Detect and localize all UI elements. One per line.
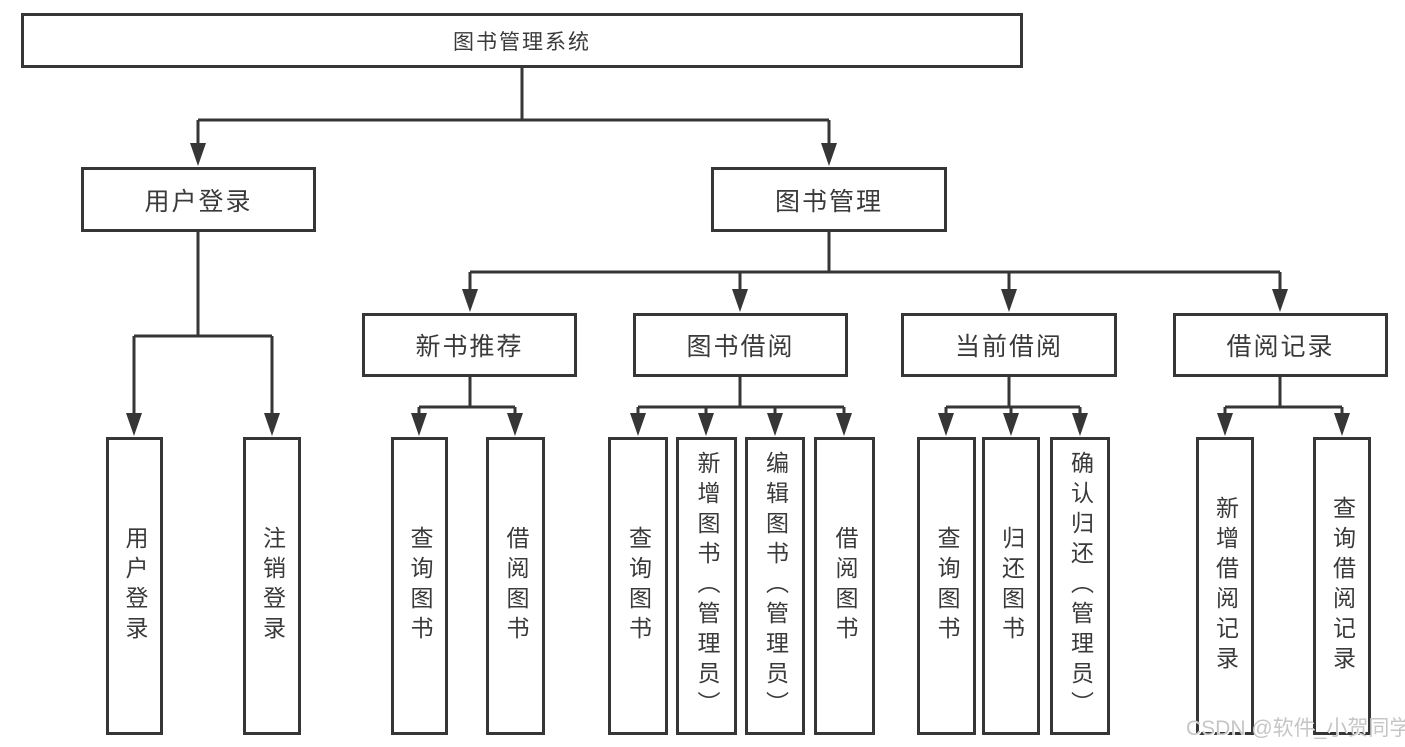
leaf-query-books: 查询图书	[917, 437, 976, 735]
node-new-book-recommendation: 新书推荐	[362, 313, 577, 377]
arrowhead	[732, 289, 748, 312]
node-book-management: 图书管理	[711, 167, 947, 232]
arrowhead	[1003, 413, 1019, 436]
arrowhead	[190, 143, 206, 166]
leaf-borrow-books: 借阅图书	[814, 437, 875, 735]
arrowhead	[264, 413, 280, 436]
leaf-add-borrow-record: 新增借阅记录	[1196, 437, 1254, 735]
arrowhead	[1217, 413, 1233, 436]
arrowhead	[411, 413, 427, 436]
leaf-query-books: 查询图书	[391, 437, 448, 735]
arrowhead	[767, 413, 783, 436]
arrowhead	[938, 413, 954, 436]
connector-root-to-level2	[196, 68, 831, 146]
node-current-borrowing: 当前借阅	[901, 313, 1117, 377]
leaf-query-books: 查询图书	[608, 437, 668, 735]
leaf-add-books-admin: 新增图书（管理员）	[676, 437, 737, 735]
connector-new-book-rec-to-children	[417, 377, 517, 416]
arrowhead	[821, 143, 837, 166]
arrowhead	[462, 289, 478, 312]
arrowhead	[836, 413, 852, 436]
node-user-login: 用户登录	[81, 167, 316, 232]
leaf-query-borrow-record: 查询借阅记录	[1313, 437, 1371, 735]
leaf-borrow-books: 借阅图书	[486, 437, 545, 735]
leaf-confirm-return-admin: 确认归还（管理员）	[1050, 437, 1110, 735]
arrowhead	[1001, 289, 1017, 312]
arrowhead	[1272, 289, 1288, 312]
arrowhead	[698, 413, 714, 436]
node-book-borrowing: 图书借阅	[633, 313, 848, 377]
node-library-management-system: 图书管理系统	[21, 13, 1023, 68]
connector-book-borrow-to-children	[636, 377, 846, 416]
csdn-watermark: CSDN @软件_小贺同学	[1186, 717, 1405, 740]
arrowhead	[1334, 413, 1350, 436]
leaf-return-books: 归还图书	[982, 437, 1040, 735]
connector-borrow-records-to-children	[1223, 377, 1344, 416]
leaf-user-login: 用户登录	[106, 437, 163, 735]
leaf-logout: 注销登录	[243, 437, 301, 735]
arrowhead	[126, 413, 142, 436]
leaf-edit-books-admin: 编辑图书（管理员）	[745, 437, 805, 735]
connector-current-borrow-to-children	[944, 377, 1082, 416]
arrowhead	[507, 413, 523, 436]
connector-user-login-to-children	[132, 232, 274, 416]
arrowhead	[630, 413, 646, 436]
connector-book-management-to-children	[468, 232, 1282, 292]
arrowhead	[1072, 413, 1088, 436]
node-borrowing-records: 借阅记录	[1173, 313, 1388, 377]
